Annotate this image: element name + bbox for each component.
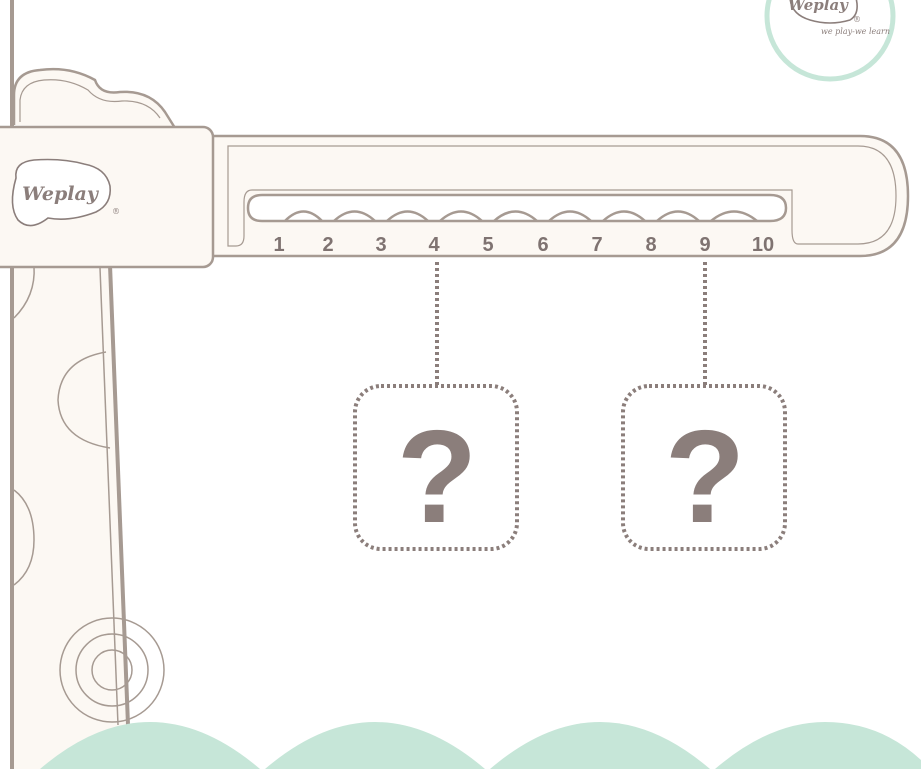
logo-tagline: we play-we learn <box>821 27 890 36</box>
ruler-number-1: 1 <box>273 234 284 256</box>
logo-brand-text: Weplay <box>788 0 849 14</box>
cab-top <box>14 69 175 128</box>
crane-jib <box>205 136 908 256</box>
green-hills <box>40 722 921 769</box>
ruler-number-9: 9 <box>699 234 710 256</box>
ruler-number-8: 8 <box>645 234 656 256</box>
crane-cab: Weplay ® <box>0 127 213 267</box>
hill-3 <box>490 722 710 769</box>
ruler-number-6: 6 <box>537 234 548 256</box>
cab-brand-text: Weplay <box>22 183 100 205</box>
ruler-number-5: 5 <box>482 234 493 256</box>
cab-registered-mark: ® <box>112 207 120 216</box>
hill-4 <box>715 722 921 769</box>
ruler-number-4: 4 <box>428 234 440 256</box>
ruler-number-7: 7 <box>591 234 602 256</box>
hill-2 <box>265 722 485 769</box>
hook-at-9: ? <box>623 262 785 550</box>
ruler-number-3: 3 <box>375 234 386 256</box>
hook-at-4: ? <box>355 262 517 550</box>
question-mark-4: ? <box>397 403 478 550</box>
ruler-number-10: 10 <box>752 234 774 256</box>
question-mark-9: ? <box>665 403 746 550</box>
logo-registered-mark: ® <box>853 15 861 24</box>
ruler-number-2: 2 <box>322 234 333 256</box>
jib-track-slot <box>248 195 786 221</box>
weplay-logo-badge: Weplay we play-we learn ® <box>767 0 893 79</box>
